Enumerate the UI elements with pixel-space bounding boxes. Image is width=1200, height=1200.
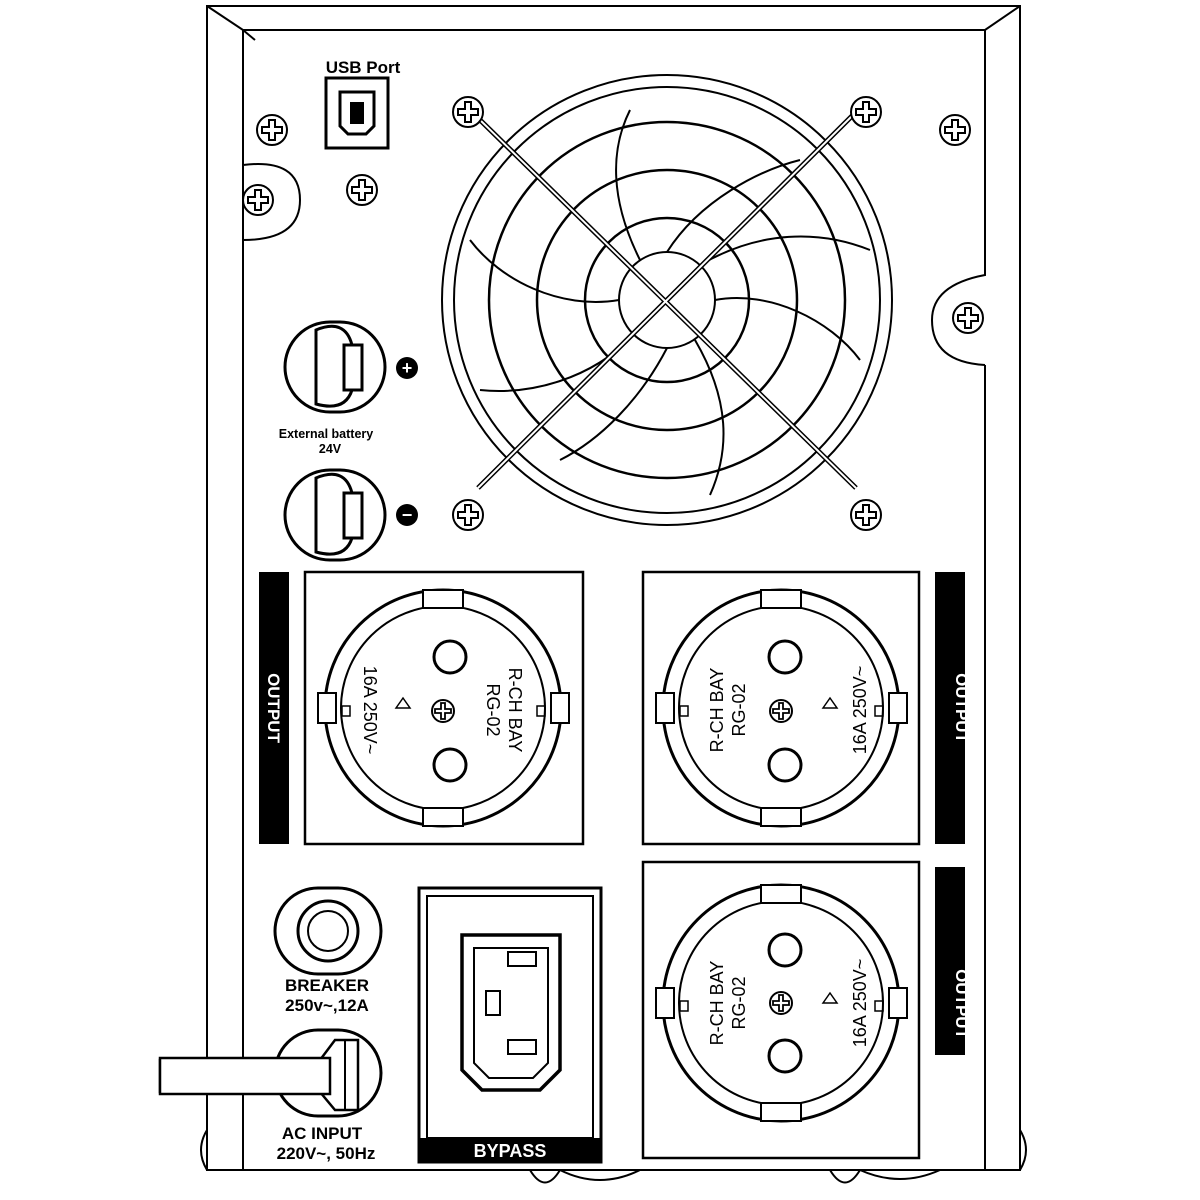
fan-screws [452, 96, 882, 531]
cooling-fan [441, 74, 893, 526]
bypass-label: BYPASS [419, 1138, 601, 1162]
svg-text:+: + [402, 358, 413, 378]
bottom-fins [559, 1169, 941, 1181]
ac-input-label: AC INPUT [282, 1124, 363, 1143]
cabinet-outline [200, 5, 1027, 1184]
bypass-socket[interactable] [417, 886, 603, 1164]
socket-3-maker: R-CH BAY [707, 961, 727, 1046]
socket-1-rating: 16A 250V~ [360, 666, 380, 755]
minus-icon: − [396, 504, 418, 526]
svg-text:OUTPUT: OUTPUT [952, 969, 971, 1040]
output-socket-3[interactable]: R-CH BAY RG-02 16A 250V~ [641, 860, 921, 1160]
plus-icon: + [396, 357, 418, 379]
usb-port[interactable] [324, 76, 390, 150]
output-label-right-bottom: OUTPUT [935, 867, 971, 1055]
ac-power-cable [158, 1056, 332, 1096]
output-socket-1[interactable]: R-CH BAY RG-02 16A 250V~ [303, 570, 585, 846]
external-battery-voltage: 24V [319, 442, 342, 456]
breaker-label: BREAKER [285, 976, 369, 995]
battery-terminal-negative[interactable] [283, 468, 387, 562]
socket-2-maker: R-CH BAY [707, 668, 727, 753]
usb-port-label: USB Port [326, 58, 401, 77]
ac-input-rating: 220V~, 50Hz [277, 1144, 376, 1163]
svg-text:−: − [402, 505, 413, 525]
breaker-rating: 250v~,12A [285, 996, 369, 1015]
output-label-right-top: OUTPUT [935, 572, 971, 844]
svg-text:OUTPUT: OUTPUT [952, 673, 971, 744]
output-socket-2[interactable]: R-CH BAY RG-02 16A 250V~ [641, 570, 921, 846]
socket-1-maker: R-CH BAY [505, 668, 525, 753]
socket-2-model: RG-02 [729, 683, 749, 736]
svg-text:OUTPUT: OUTPUT [264, 673, 283, 744]
external-battery-label: External battery [279, 427, 374, 441]
battery-terminal-positive[interactable] [283, 320, 387, 414]
socket-2-rating: 16A 250V~ [850, 666, 870, 755]
socket-1-model: RG-02 [483, 683, 503, 736]
socket-3-model: RG-02 [729, 976, 749, 1029]
breaker-button[interactable] [273, 886, 383, 976]
output-label-left: OUTPUT [259, 572, 289, 844]
socket-3-rating: 16A 250V~ [850, 959, 870, 1048]
svg-text:BYPASS: BYPASS [474, 1141, 547, 1161]
